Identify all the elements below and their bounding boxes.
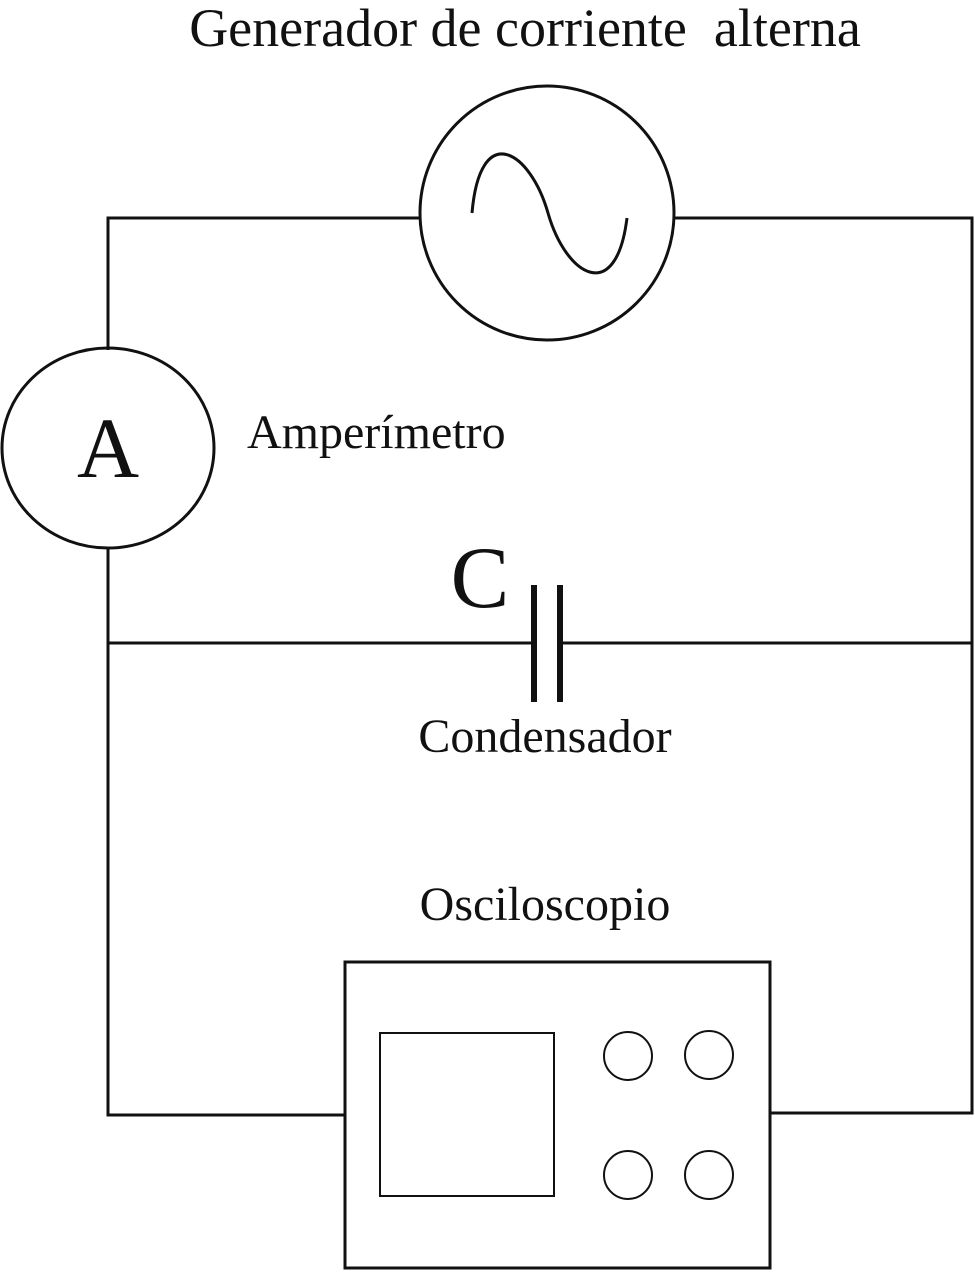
generator-label: Generador de corriente alterna — [189, 0, 861, 58]
wire-left — [106, 548, 345, 1117]
ammeter: A — [0, 346, 216, 550]
circuit-wires — [106, 216, 974, 1117]
oscilloscope-label: Osciloscopio — [420, 878, 671, 931]
ac-source-sine-icon — [470, 152, 629, 275]
oscilloscope-knob-bottom-left — [603, 1150, 653, 1200]
oscilloscope-knob-bottom-right — [684, 1150, 734, 1200]
oscilloscope-body — [343, 960, 772, 1270]
oscilloscope-screen — [379, 1032, 555, 1197]
generator-circle — [418, 84, 676, 342]
ac-generator — [418, 84, 676, 342]
capacitor-symbol: C — [451, 530, 510, 627]
capacitor-label: Condensador — [418, 710, 671, 763]
ammeter-label: Amperímetro — [247, 406, 506, 459]
ammeter-circle-icon — [0, 346, 216, 550]
capacitor — [531, 585, 563, 702]
oscilloscope-knob-top-right — [684, 1030, 734, 1080]
oscilloscope — [343, 960, 772, 1270]
wire-top-left — [106, 216, 419, 350]
wire-top-right — [675, 216, 974, 1115]
ammeter-symbol: A — [77, 400, 139, 496]
oscilloscope-knob-top-left — [603, 1031, 653, 1081]
